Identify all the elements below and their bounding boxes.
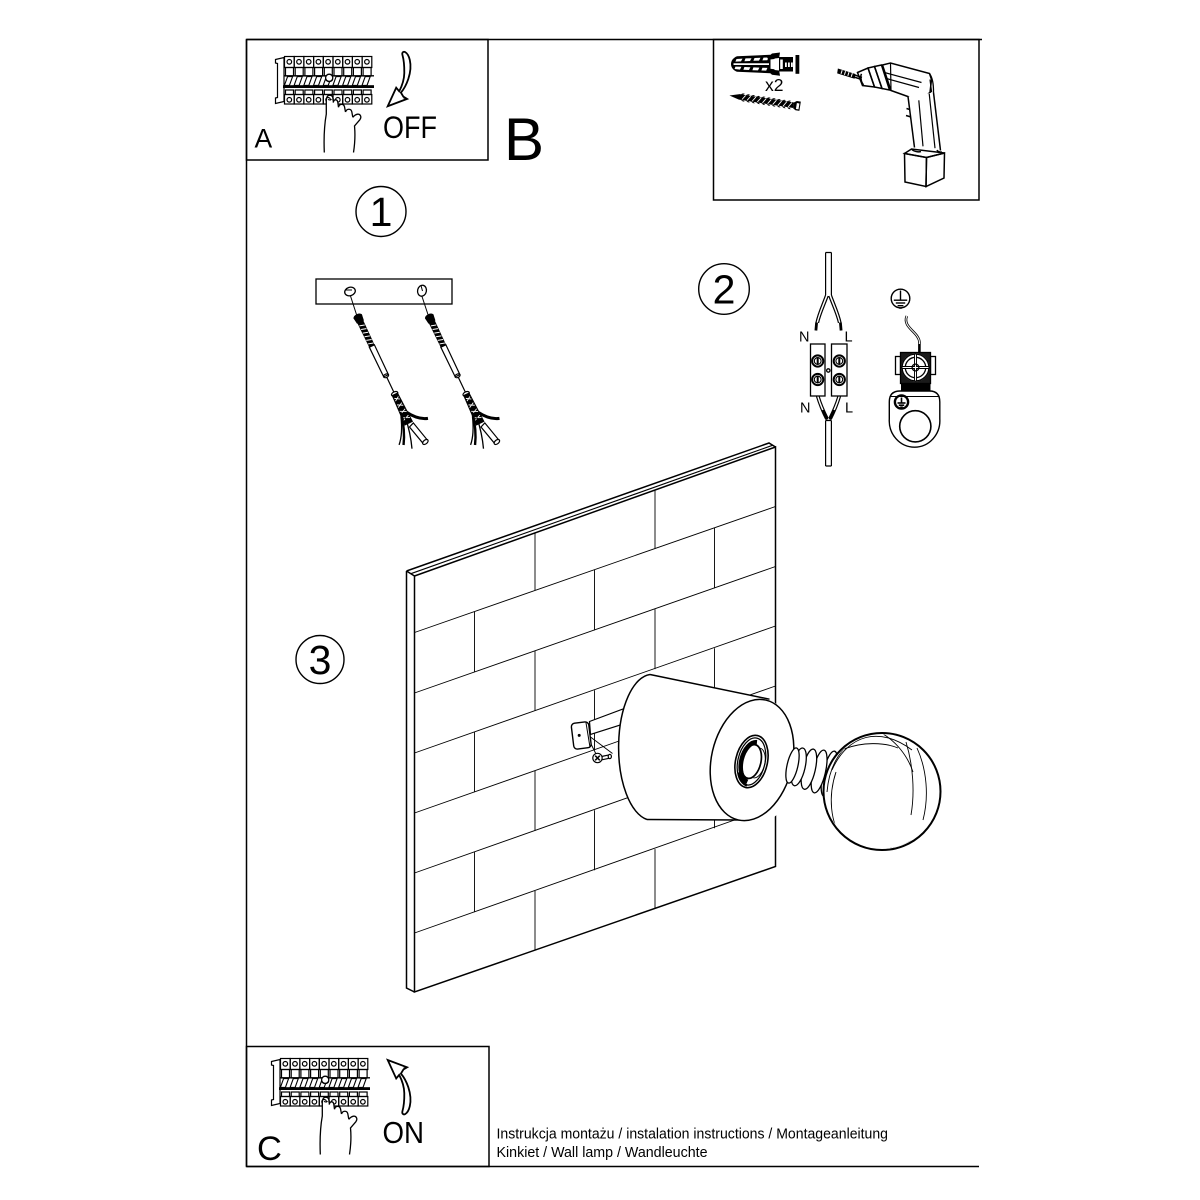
svg-text:N: N bbox=[799, 330, 809, 346]
svg-text:Instrukcja montażu / instalati: Instrukcja montażu / instalation instruc… bbox=[497, 1126, 889, 1143]
svg-text:N: N bbox=[800, 401, 810, 417]
svg-text:L: L bbox=[845, 330, 853, 346]
svg-text:L: L bbox=[845, 401, 853, 417]
svg-text:2: 2 bbox=[713, 267, 736, 313]
svg-text:A: A bbox=[255, 124, 273, 154]
svg-text:x2: x2 bbox=[765, 75, 783, 95]
svg-text:1: 1 bbox=[370, 189, 393, 235]
svg-text:ON: ON bbox=[383, 1115, 425, 1150]
svg-text:C: C bbox=[257, 1130, 282, 1168]
svg-text:3: 3 bbox=[309, 637, 332, 683]
svg-text:Kinkiet / Wall lamp / Wandleuc: Kinkiet / Wall lamp / Wandleuchte bbox=[497, 1144, 708, 1161]
svg-text:OFF: OFF bbox=[383, 109, 437, 145]
svg-text:B: B bbox=[504, 106, 544, 173]
